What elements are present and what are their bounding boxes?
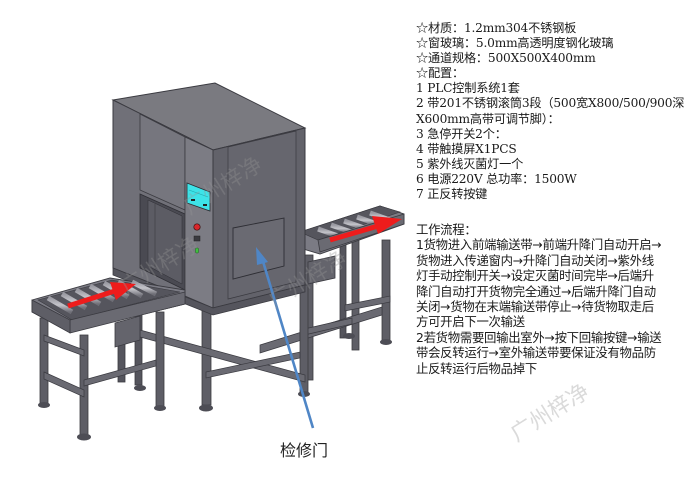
start-button xyxy=(195,247,199,254)
maintenance-door-callout-arrow xyxy=(256,247,315,429)
emergency-stop-button xyxy=(193,223,201,231)
spec-item: 2 带201不锈钢滚筒3段（500宽X800/500/900深 xyxy=(416,96,685,111)
spec-item: 5 紫外线灭菌灯一个 xyxy=(416,156,524,171)
maintenance-door xyxy=(232,217,285,280)
spec-material: ☆材质：1.2mm304不锈钢板 xyxy=(416,21,577,35)
flow-arrow-infeed xyxy=(67,282,136,309)
spec-glass: ☆窗玻璃：5.0mm高透明度钢化玻璃 xyxy=(416,36,614,51)
spec-config-heading: ☆配置： xyxy=(416,66,464,81)
workflow-line: 方可开启下一次输送 xyxy=(416,314,525,330)
flow-arrow-outfeed xyxy=(329,216,402,243)
workflow-line: 止反转运行后物品掉下 xyxy=(416,360,537,376)
workflow-line: 降门自动打开货物完全通过→后端升降门自动 xyxy=(416,283,656,299)
spec-item: 7 正反转按键 xyxy=(416,187,488,202)
workflow-line: 关闭→货物在末端输送带停止→待货物取走后 xyxy=(416,299,654,315)
workflow-line: 灯手动控制开关→设定灭菌时间完毕→后端升 xyxy=(416,268,654,284)
spec-item: 1 PLC控制系统1套 xyxy=(416,81,520,96)
workflow-line: 1货物进入前端输送带→前端升降门自动开启→ xyxy=(416,237,662,253)
pass-box-cabinet xyxy=(111,82,307,316)
machine-stand xyxy=(134,284,310,412)
spec-item: X600mm高带可调节脚）： xyxy=(416,111,560,126)
workflow-line: 货物进入传递窗内→升降门自动关闭→紫外线 xyxy=(416,252,654,268)
workflow-line: 2若货物需要回输出室外→按下回输按键→输送 xyxy=(416,329,662,345)
workflow-title: 工作流程： xyxy=(416,222,477,237)
workflow-description: 工作流程： 1货物进入前端输送带→前端升降门自动开启→ 货物进入传递窗内→升降门… xyxy=(416,222,698,376)
infeed-conveyor xyxy=(31,277,186,441)
spec-channel-size: ☆通道规格：500X500X400mm xyxy=(416,51,596,66)
spec-item: 3 急停开关2个： xyxy=(416,126,507,141)
outfeed-conveyor xyxy=(259,205,405,381)
key-switch xyxy=(193,235,201,242)
spec-item: 6 电源220V 总功率：1500W xyxy=(416,171,577,186)
workflow-line: 带会反转运行→室外输送带要保证没有物品防 xyxy=(416,345,656,361)
spec-item: 4 带触摸屏X1PCS xyxy=(416,141,517,156)
maintenance-door-label: 检修门 xyxy=(280,441,329,460)
specifications-list: ☆材质：1.2mm304不锈钢板 ☆窗玻璃：5.0mm高透明度钢化玻璃 ☆通道规… xyxy=(416,21,700,202)
